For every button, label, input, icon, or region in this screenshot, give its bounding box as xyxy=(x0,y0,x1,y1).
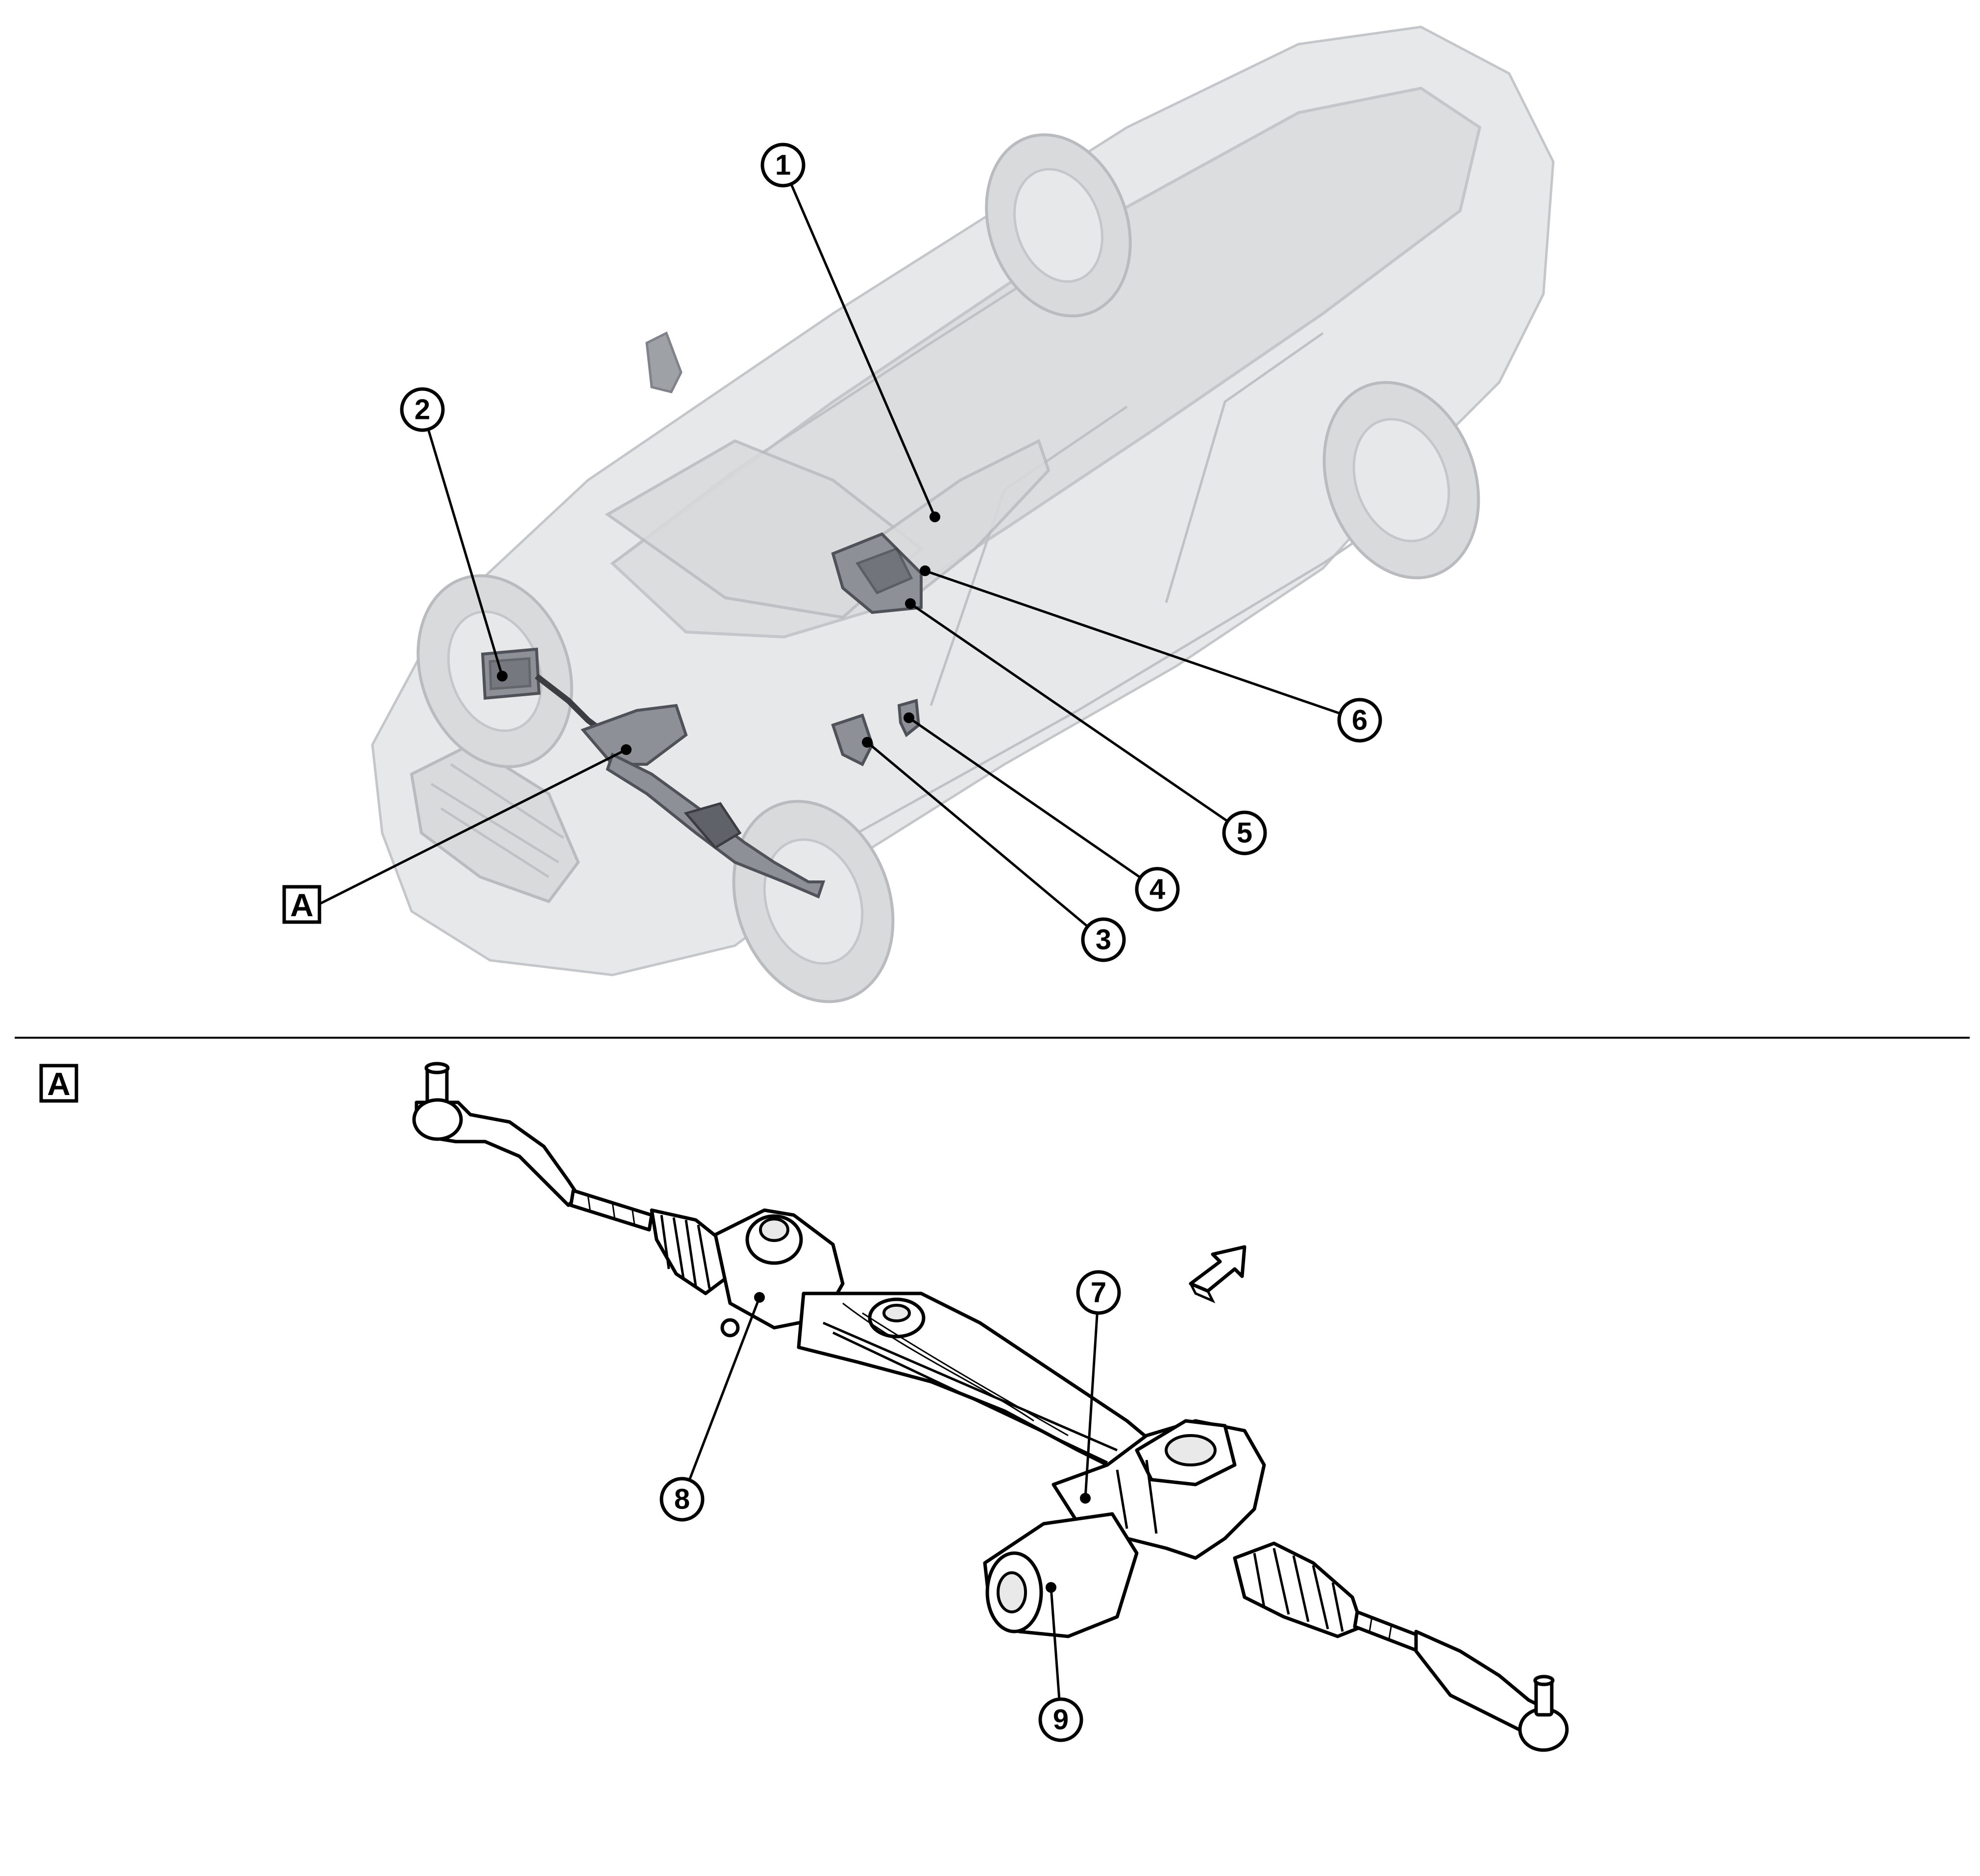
leader-line-3 xyxy=(866,741,1104,941)
callout-number-9: 9 xyxy=(1053,1704,1069,1736)
callout-number-7: 7 xyxy=(1091,1277,1106,1309)
tie-rod-shaft-right xyxy=(1353,1610,1423,1653)
leader-line-7 xyxy=(1084,1292,1100,1499)
callout-7: 7 xyxy=(1076,1270,1121,1315)
callout-number-8: 8 xyxy=(674,1484,690,1515)
detail-pointer-tag: A xyxy=(282,885,321,924)
callout-number-1: 1 xyxy=(775,149,791,181)
callout-2: 2 xyxy=(400,387,445,432)
detail-view-heading-tag: A xyxy=(39,1064,78,1103)
vehicle-ghost-view xyxy=(371,25,1555,1003)
callout-number-2: 2 xyxy=(415,394,430,426)
detail-view-heading-label: A xyxy=(47,1066,71,1102)
callout-9: 9 xyxy=(1038,1697,1083,1742)
detail-pointer-label: A xyxy=(290,887,314,923)
callout-6: 6 xyxy=(1337,698,1382,743)
callout-number-6: 6 xyxy=(1352,705,1368,736)
leader-dot-3 xyxy=(862,737,873,748)
detail-callouts: 7 8 9 xyxy=(660,1270,1121,1742)
assist-motor-cylinder xyxy=(983,1512,1139,1638)
pinion-housing xyxy=(713,1208,845,1338)
leader-dot-9 xyxy=(1046,1582,1056,1593)
leader-dot-7 xyxy=(1080,1493,1091,1504)
leader-dot-4 xyxy=(904,712,914,723)
rack-boot-left xyxy=(650,1208,727,1295)
leader-dot-8 xyxy=(754,1292,765,1303)
steering-rack-in-vehicle xyxy=(580,704,826,899)
tie-rod-end-left xyxy=(412,1062,580,1207)
leader-line-a xyxy=(318,748,627,905)
grille-mesh xyxy=(430,763,564,878)
callout-3: 3 xyxy=(1081,917,1126,962)
leader-line-5 xyxy=(909,602,1246,834)
steering-column-assembly xyxy=(831,532,923,614)
rack-housing-tube xyxy=(797,1291,1158,1477)
front-arrow-icon xyxy=(1189,1245,1247,1303)
door-line-rear xyxy=(1165,332,1324,603)
steering-control-unit xyxy=(481,647,541,700)
side-mirror xyxy=(645,331,683,393)
callout-number-5: 5 xyxy=(1237,817,1252,849)
leader-line-4 xyxy=(908,716,1158,891)
callout-number-3: 3 xyxy=(1096,924,1111,956)
callout-number-4: 4 xyxy=(1149,874,1165,905)
callout-5: 5 xyxy=(1222,810,1267,855)
leader-line-2 xyxy=(421,409,504,677)
callout-8: 8 xyxy=(660,1477,705,1522)
wire-harness-detail xyxy=(842,1302,1069,1437)
leader-dot-5 xyxy=(905,598,916,609)
steering-angle-sensor-unit xyxy=(831,713,874,767)
tie-rod-shaft-left xyxy=(569,1189,654,1232)
wheel-rear-right xyxy=(1322,381,1480,580)
wheel-rear-left xyxy=(985,133,1132,317)
leader-dot-2 xyxy=(497,671,508,682)
leader-line-1 xyxy=(782,165,936,517)
leader-dot-1 xyxy=(929,512,940,522)
top-callouts: 1 2 3 4 5 xyxy=(282,143,1382,962)
tie-rod-end-right xyxy=(1414,1630,1569,1752)
leader-line-8 xyxy=(681,1297,761,1500)
leader-dot-6 xyxy=(920,565,930,576)
callout-1: 1 xyxy=(760,143,806,188)
leader-dot-a xyxy=(621,744,632,755)
wheel-front-right xyxy=(732,800,895,1003)
leader-line-6 xyxy=(925,569,1360,722)
steering-gear-assembly xyxy=(412,1062,1569,1752)
rack-boot-right xyxy=(1233,1541,1364,1638)
callout-4: 4 xyxy=(1135,867,1180,912)
